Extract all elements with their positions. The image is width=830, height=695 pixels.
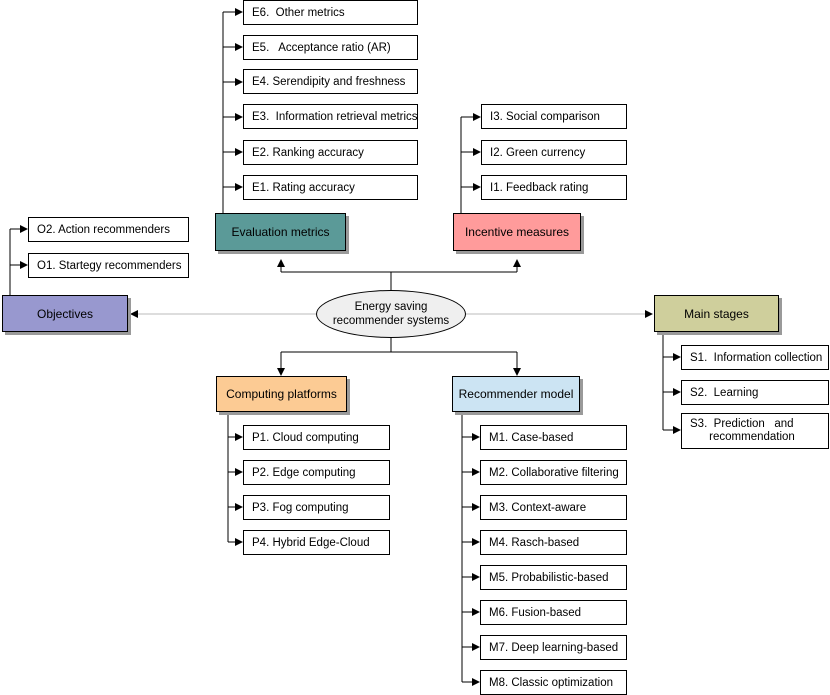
item-e5-label: E5. Acceptance ratio (AR) — [252, 41, 391, 54]
item-p2: P2. Edge computing — [243, 460, 390, 485]
item-m1-label: M1. Case-based — [489, 431, 574, 444]
category-recommender-model: Recommender model — [452, 376, 580, 412]
item-e3: E3. Information retrieval metrics — [243, 104, 418, 129]
item-s3-label-line1: S3. Prediction and — [690, 418, 794, 430]
item-o2: O2. Action recommenders — [28, 217, 189, 242]
category-main-stages: Main stages — [654, 295, 779, 332]
item-m8-label: M8. Classic optimization — [489, 676, 613, 689]
item-m4-label: M4. Rasch-based — [489, 536, 580, 549]
category-recommender-model-label: Recommender model — [458, 387, 574, 401]
item-m5-label: M5. Probabilistic-based — [489, 571, 609, 584]
item-m7: M7. Deep learning-based — [480, 635, 627, 660]
item-p1-label: P1. Cloud computing — [252, 431, 359, 444]
item-i1: I1. Feedback rating — [481, 175, 627, 200]
item-e3-label: E3. Information retrieval metrics — [252, 110, 418, 123]
center-topic: Energy saving recommender systems — [316, 290, 466, 338]
item-m7-label: M7. Deep learning-based — [489, 641, 619, 654]
item-p1: P1. Cloud computing — [243, 425, 390, 450]
item-m3: M3. Context-aware — [480, 495, 627, 520]
item-s3: S3. Prediction and recommendation — [681, 413, 829, 449]
item-s1: S1. Information collection — [681, 345, 829, 370]
category-incentive-measures-label: Incentive measures — [464, 225, 570, 239]
category-objectives: Objectives — [2, 295, 128, 332]
item-m2-label: M2. Collaborative filtering — [489, 466, 619, 479]
item-e5: E5. Acceptance ratio (AR) — [243, 35, 418, 60]
item-p3: P3. Fog computing — [243, 495, 390, 520]
item-s3-label-line2: recommendation — [690, 431, 795, 443]
item-i2-label: I2. Green currency — [490, 146, 586, 159]
category-main-stages-label: Main stages — [684, 306, 749, 321]
item-i2: I2. Green currency — [481, 140, 627, 165]
item-m4: M4. Rasch-based — [480, 530, 627, 555]
item-s2-label: S2. Learning — [690, 386, 759, 399]
category-computing-platforms-label: Computing platforms — [226, 387, 337, 401]
item-i3-label: I3. Social comparison — [490, 110, 600, 123]
category-incentive-measures: Incentive measures — [453, 213, 581, 251]
category-objectives-label: Objectives — [36, 306, 94, 321]
item-p4: P4. Hybrid Edge-Cloud — [243, 530, 390, 555]
item-s1-label: S1. Information collection — [690, 351, 823, 364]
item-s2: S2. Learning — [681, 380, 829, 405]
item-e4-label: E4. Serendipity and freshness — [252, 75, 406, 88]
item-m2: M2. Collaborative filtering — [480, 460, 627, 485]
item-m1: M1. Case-based — [480, 425, 627, 450]
item-m6-label: M6. Fusion-based — [489, 606, 582, 619]
item-m6: M6. Fusion-based — [480, 600, 627, 625]
center-topic-line1: Energy saving — [354, 301, 428, 313]
item-o1: O1. Startegy recommenders — [28, 253, 189, 278]
item-e6-label: E6. Other metrics — [252, 6, 345, 19]
item-m5: M5. Probabilistic-based — [480, 565, 627, 590]
item-e2: E2. Ranking accuracy — [243, 140, 418, 165]
item-m3-label: M3. Context-aware — [489, 501, 587, 514]
category-computing-platforms: Computing platforms — [216, 376, 347, 412]
item-i3: I3. Social comparison — [481, 104, 627, 129]
item-e6: E6. Other metrics — [243, 0, 418, 25]
item-p2-label: P2. Edge computing — [252, 466, 356, 479]
item-i1-label: I1. Feedback rating — [490, 181, 589, 194]
item-e1: E1. Rating accuracy — [243, 175, 418, 200]
category-evaluation-metrics-label: Evaluation metrics — [231, 225, 330, 239]
center-topic-line2: recommender systems — [332, 315, 450, 327]
category-evaluation-metrics: Evaluation metrics — [215, 213, 346, 251]
item-e2-label: E2. Ranking accuracy — [252, 146, 364, 159]
item-p4-label: P4. Hybrid Edge-Cloud — [252, 536, 370, 549]
item-m8: M8. Classic optimization — [480, 670, 627, 695]
item-o1-label: O1. Startegy recommenders — [37, 259, 182, 272]
item-o2-label: O2. Action recommenders — [37, 223, 170, 236]
item-e4: E4. Serendipity and freshness — [243, 69, 418, 94]
item-e1-label: E1. Rating accuracy — [252, 181, 355, 194]
item-p3-label: P3. Fog computing — [252, 501, 349, 514]
